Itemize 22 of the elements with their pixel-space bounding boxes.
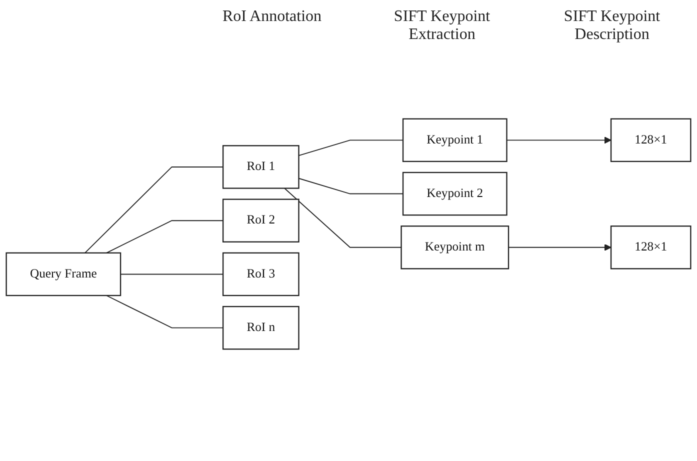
connector — [284, 188, 402, 248]
column-heading: RoI Annotation — [221, 8, 323, 27]
node-box: RoI 1 — [222, 145, 300, 189]
connector — [106, 295, 224, 328]
node-box: 128×1 — [610, 226, 692, 270]
node-box: RoI 3 — [222, 252, 300, 296]
node-box: Keypoint 1 — [402, 118, 508, 162]
node-box: Keypoint 2 — [402, 172, 508, 216]
node-box: RoI 2 — [222, 198, 300, 242]
arrow — [506, 136, 612, 144]
node-box: Keypoint m — [400, 226, 510, 270]
node-box: Query Frame — [6, 252, 122, 296]
connector — [120, 274, 224, 275]
connector — [84, 166, 224, 254]
connector — [298, 178, 404, 194]
column-heading: SIFT Keypoint Description — [562, 8, 662, 44]
column-heading: SIFT Keypoint Extraction — [392, 8, 492, 44]
connector — [106, 220, 224, 254]
connector — [298, 140, 404, 156]
node-box: RoI n — [222, 306, 300, 350]
arrow — [508, 244, 612, 251]
node-box: 128×1 — [610, 118, 692, 162]
